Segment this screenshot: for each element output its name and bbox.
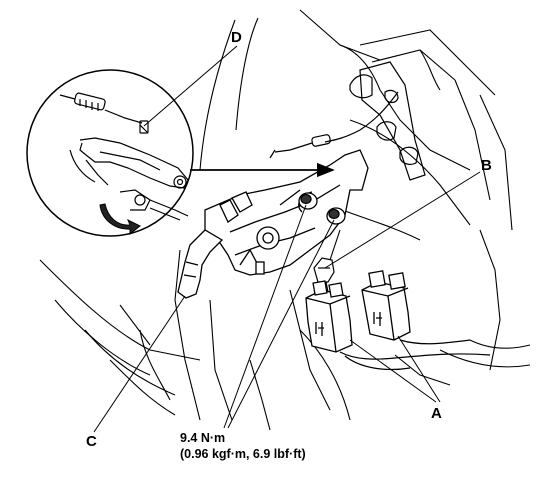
callout-a: A (431, 405, 442, 422)
leader-b (324, 171, 481, 269)
relay-left (305, 280, 353, 353)
torque-spec-line2: (0.96 kgf·m, 6.9 lbf·ft) (180, 447, 306, 461)
detail-inset (26, 69, 194, 237)
mounting-bracket (349, 61, 426, 181)
hood-latch-assembly (204, 149, 369, 276)
leader-c (93, 295, 186, 433)
rotation-arrow-icon (99, 203, 141, 236)
latch-bolt-left (298, 192, 318, 210)
callout-d: D (231, 29, 242, 46)
leader-a-1 (349, 339, 437, 403)
relay-wiring (339, 339, 491, 371)
torque-spec-line1: 9.4 N·m (180, 431, 225, 445)
callout-b: B (481, 157, 492, 174)
leader-torque-1 (223, 204, 307, 429)
callout-c: C (86, 433, 97, 450)
leader-torque-2 (227, 219, 335, 429)
leader-a-2 (397, 335, 441, 403)
leader-lines (93, 45, 481, 433)
latch-mounting-bolts (298, 192, 346, 225)
release-lever (177, 229, 224, 299)
relay-right (361, 270, 411, 341)
leader-d (143, 45, 238, 127)
latch-bolt-right (326, 207, 346, 225)
release-cable (269, 91, 399, 159)
